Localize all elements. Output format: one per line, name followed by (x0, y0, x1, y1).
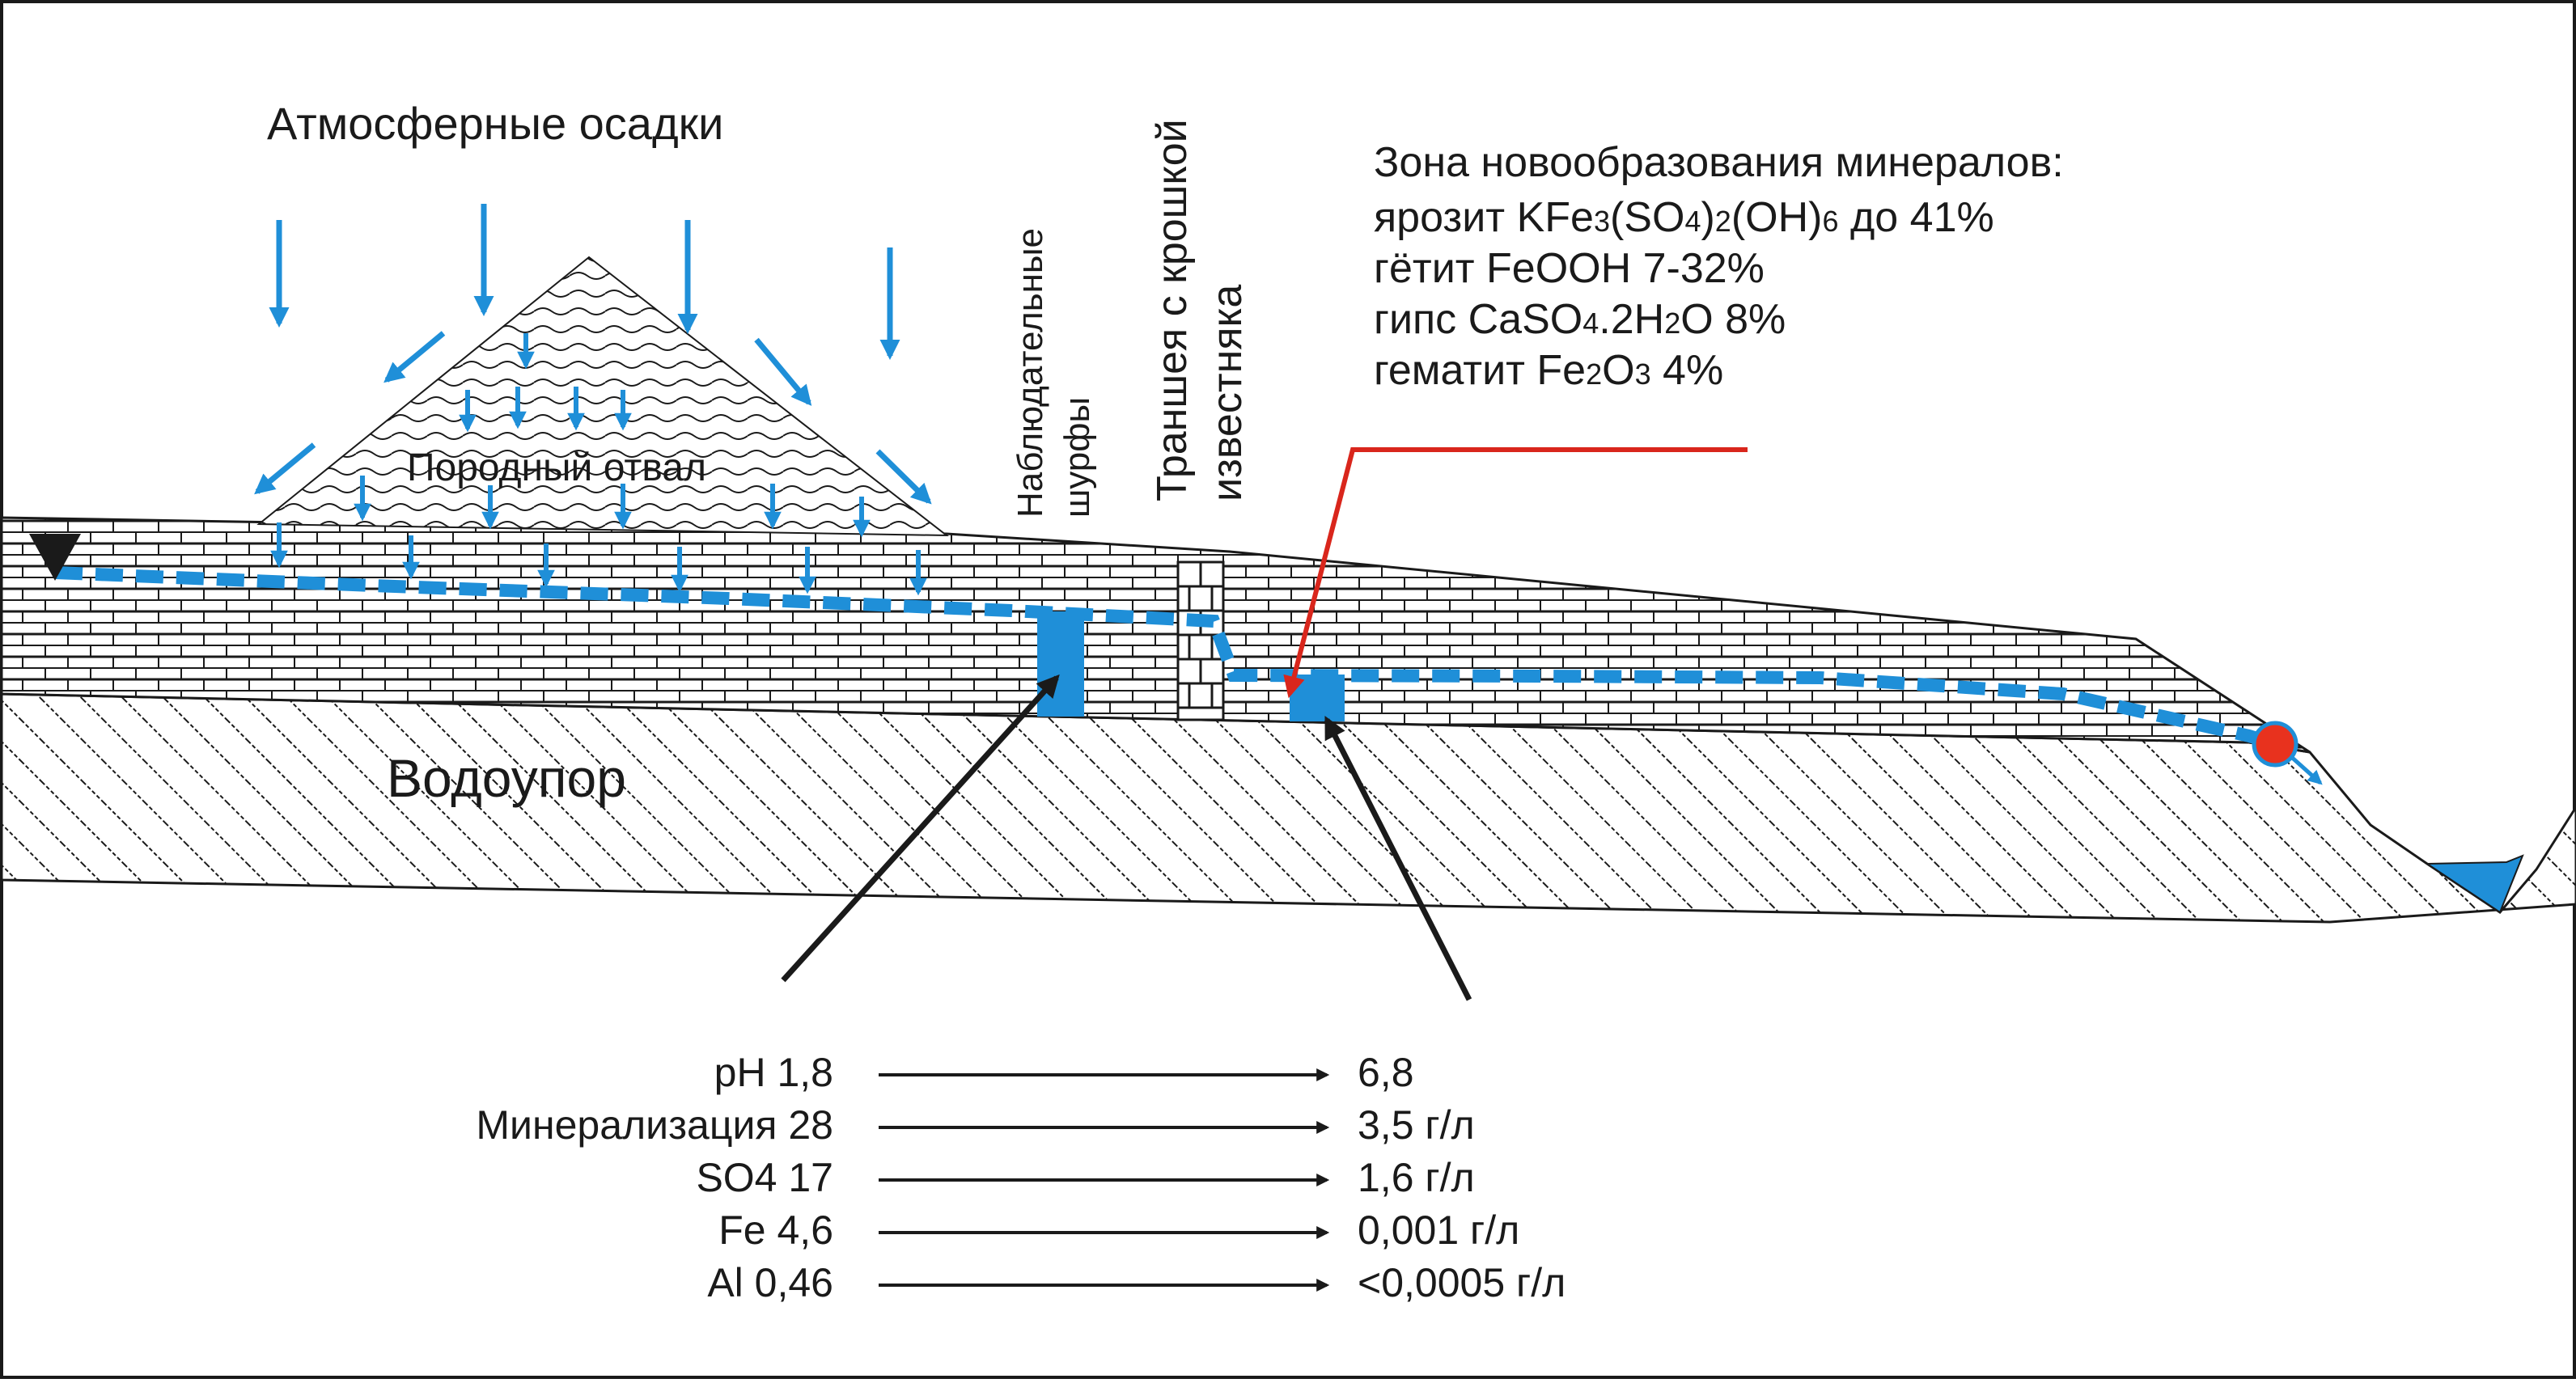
mineral-entry: гематит Fe2O3 4% (1374, 347, 1723, 394)
minerals-block: Зона новообразования минералов: ярозит KF… (1374, 139, 2064, 394)
chem-param-label: SO4 17 (696, 1155, 833, 1200)
formula-subscript: 2 (1664, 307, 1680, 340)
rain-arrows (254, 204, 932, 505)
mineral-name: гипс (1374, 296, 1468, 343)
trench-label-line-2: известняка (1204, 285, 1251, 501)
down-arrow-icon (383, 331, 446, 383)
chem-param-label: Al 0,46 (707, 1260, 833, 1305)
formula-subscript: 3 (1635, 357, 1651, 391)
down-triangle-icon (29, 534, 81, 581)
chem-after-value: 0,001 г/л (1358, 1207, 1519, 1253)
pits-label-line-1: Наблюдательные (1010, 228, 1050, 518)
formula-part: ) (1701, 194, 1714, 241)
aquitard-label: Водоупор (387, 748, 626, 808)
infiltration-arrows (270, 333, 927, 596)
formula-subscript: 2 (1715, 205, 1731, 238)
chem-param-label: Минерализация 28 (476, 1102, 833, 1148)
mineral-value: 8% (1714, 296, 1786, 343)
formula-part: KFe (1517, 194, 1594, 241)
formula-subscript: 4 (1684, 205, 1701, 238)
formula-part: Fe (1536, 347, 1586, 394)
trench-label: Траншея с крошкой известняка (1149, 119, 1251, 501)
formula-subscript: 4 (1582, 307, 1599, 340)
chem-param-label: pH 1,8 (714, 1050, 833, 1095)
down-arrow-icon (875, 449, 932, 505)
chem-after-value: <0,0005 г/л (1358, 1260, 1566, 1305)
mineral-name: ярозит (1374, 194, 1517, 241)
observation-pit-2 (1290, 675, 1345, 721)
pit-2-pointer-arrow (1324, 716, 1472, 1001)
chem-param-label: Fe 4,6 (718, 1207, 833, 1253)
formula-part: O (1602, 347, 1634, 394)
formula-part: FeOOH (1486, 245, 1631, 292)
limestone-layer (0, 516, 2311, 754)
formula-part: (SO (1610, 194, 1684, 241)
minerals-callout-line (1283, 447, 1748, 699)
observation-pits-label: Наблюдательные шурфы (1010, 228, 1097, 518)
water-table-line (54, 566, 2277, 751)
formula-part: .2H (1599, 296, 1664, 343)
down-arrow-icon (754, 337, 812, 406)
mineral-name: гётит (1374, 245, 1486, 292)
chem-after-value: 1,6 г/л (1358, 1155, 1475, 1200)
down-arrow-icon (254, 442, 316, 495)
chem-after-value: 3,5 г/л (1358, 1102, 1475, 1148)
formula-subscript: 6 (1822, 205, 1838, 238)
observation-pit-1 (1037, 611, 1084, 717)
mineral-value: до 41% (1839, 194, 1994, 241)
formula-part: O (1680, 296, 1713, 343)
outflow-point (2252, 721, 2298, 768)
trench-label-line-1: Траншея с крошкой (1149, 119, 1196, 501)
mineral-name: гематит (1374, 347, 1536, 394)
pit-1-pointer-arrow (781, 674, 1060, 983)
chem-after-value: 6,8 (1358, 1050, 1414, 1095)
mineral-value: 4% (1651, 347, 1724, 394)
pits-label-line-2: шурфы (1057, 397, 1097, 518)
mineral-value: 7-32% (1631, 245, 1765, 292)
minerals-title: Зона новообразования минералов: (1374, 139, 2064, 186)
formula-part: CaSO (1468, 296, 1583, 343)
formula-part: (OH) (1731, 194, 1823, 241)
precipitation-label: Атмосферные осадки (267, 98, 723, 149)
mineral-entry: гипс CaSO4.2H2O 8% (1374, 296, 1786, 343)
mineral-entry: ярозит KFe3(SO4)2(OH)6 до 41% (1374, 194, 1994, 241)
dump-label: Породный отвал (407, 446, 706, 489)
formula-subscript: 2 (1586, 357, 1602, 391)
mineral-entry: гётит FeOOH 7-32% (1374, 245, 1765, 292)
formula-subscript: 3 (1594, 205, 1610, 238)
rock-dump (256, 256, 949, 537)
ravine-water (2424, 854, 2524, 914)
